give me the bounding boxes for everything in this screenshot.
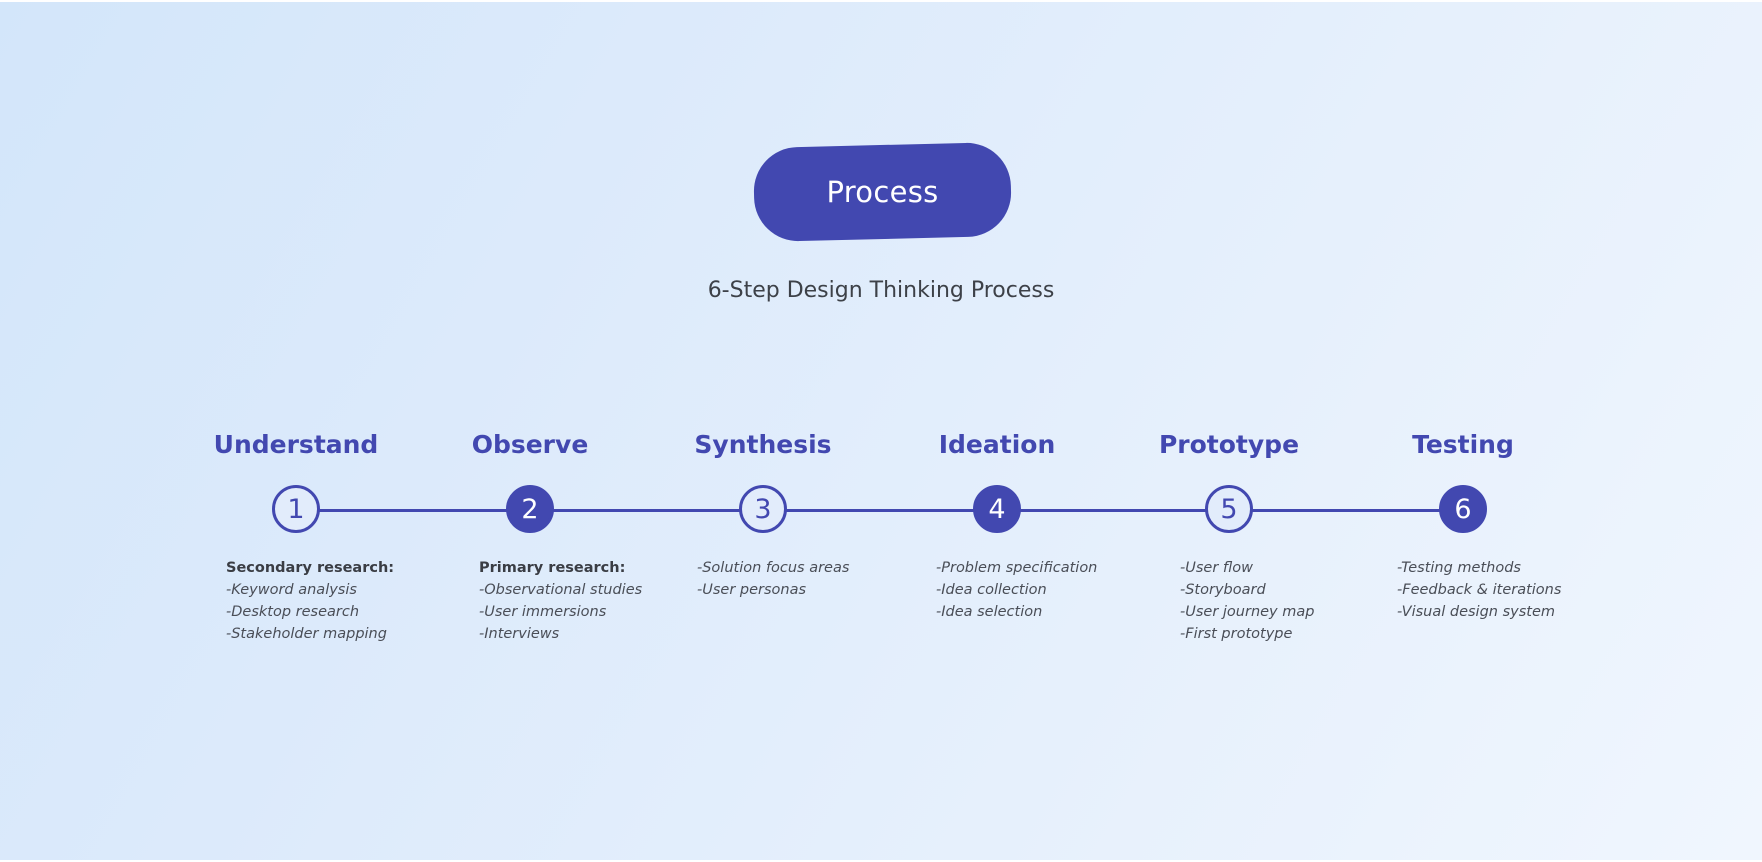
step-detail-item: -Desktop research xyxy=(226,604,360,620)
step-detail-item: -User personas xyxy=(697,582,807,598)
step-detail-item: -Keyword analysis xyxy=(226,582,357,598)
step-detail-item: -User journey map xyxy=(1180,604,1315,620)
step-detail-item: -Storyboard xyxy=(1180,582,1266,598)
step-detail-item: -Problem specification xyxy=(936,560,1098,576)
step-circle-1: 1 xyxy=(272,485,320,533)
step-detail-item: -User flow xyxy=(1180,560,1253,576)
step-details-testing: -Testing methods -Feedback & iterations … xyxy=(1397,557,1561,623)
step-title-observe: Observe xyxy=(471,430,589,459)
step-detail-item: -Testing methods xyxy=(1397,560,1521,576)
step-title-synthesis: Synthesis xyxy=(694,430,832,459)
step-detail-item: -Observational studies xyxy=(479,582,643,598)
step-details-ideation: -Problem specification -Idea collection … xyxy=(936,557,1097,623)
step-title-understand: Understand xyxy=(213,430,379,459)
process-badge-label: Process xyxy=(826,175,939,209)
step-detail-item: -First prototype xyxy=(1180,626,1293,642)
step-details-prototype: -User flow -Storyboard -User journey map… xyxy=(1180,557,1314,645)
step-detail-item: -Solution focus areas xyxy=(697,560,850,576)
page-subtitle: 6-Step Design Thinking Process xyxy=(707,278,1055,303)
step-detail-item: -Interviews xyxy=(479,626,560,642)
step-detail-item: -Idea selection xyxy=(936,604,1043,620)
step-circle-3: 3 xyxy=(739,485,787,533)
step-title-testing: Testing xyxy=(1412,430,1514,459)
step-detail-item: -Visual design system xyxy=(1397,604,1555,620)
step-details-observe: Primary research: -Observational studies… xyxy=(479,557,642,645)
step-detail-heading: Primary research: xyxy=(479,560,626,576)
step-detail-item: -Stakeholder mapping xyxy=(226,626,387,642)
step-circle-6: 6 xyxy=(1439,485,1487,533)
step-circle-5: 5 xyxy=(1205,485,1253,533)
step-circle-2: 2 xyxy=(506,485,554,533)
step-detail-item: -User immersions xyxy=(479,604,607,620)
step-details-understand: Secondary research: -Keyword analysis -D… xyxy=(226,557,394,645)
step-title-ideation: Ideation xyxy=(938,430,1056,459)
step-title-prototype: Prototype xyxy=(1158,430,1300,459)
step-detail-heading: Secondary research: xyxy=(226,560,395,576)
step-circle-4: 4 xyxy=(973,485,1021,533)
step-detail-item: -Idea collection xyxy=(936,582,1047,598)
timeline-connector xyxy=(296,509,1464,512)
step-details-synthesis: -Solution focus areas -User personas xyxy=(697,557,849,601)
step-detail-item: -Feedback & iterations xyxy=(1397,582,1562,598)
